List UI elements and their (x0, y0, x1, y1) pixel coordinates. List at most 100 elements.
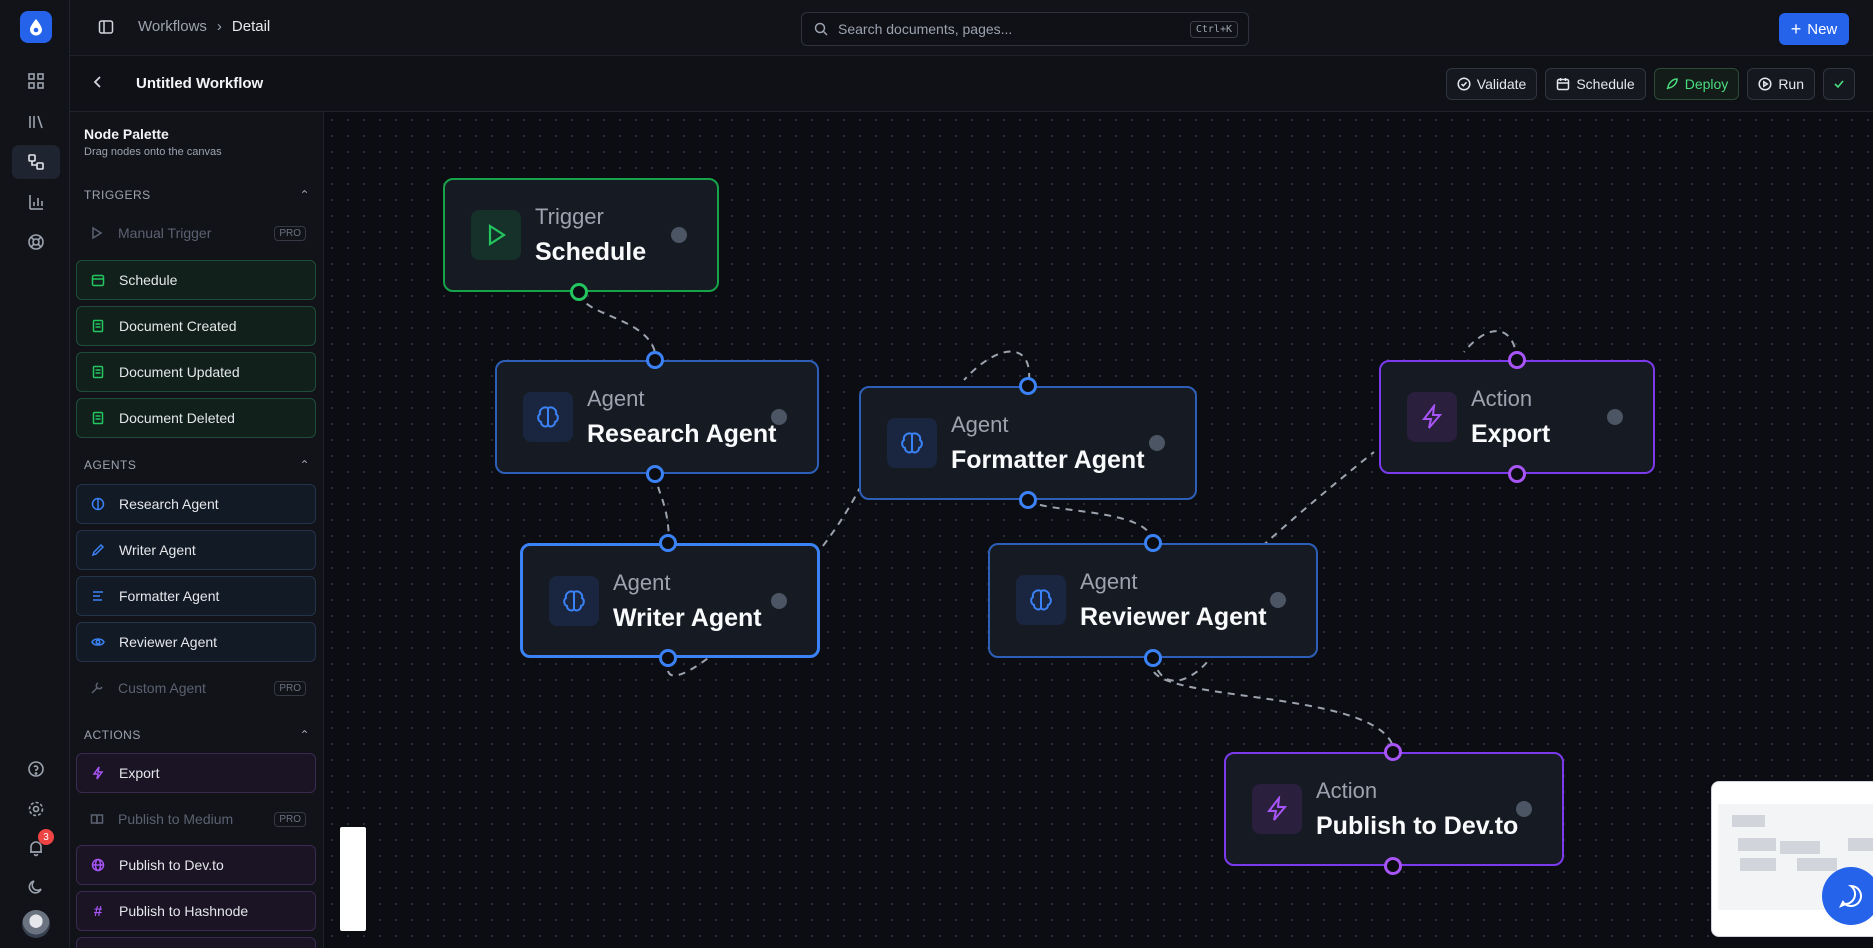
analytics-nav[interactable] (12, 185, 60, 219)
minimap-preview (1718, 804, 1873, 910)
edge-reviewer-devto[interactable] (1152, 651, 1395, 753)
palette-item-schedule[interactable]: Schedule (76, 260, 316, 300)
new-button[interactable]: + New (1779, 13, 1849, 45)
run-label: Run (1778, 76, 1804, 92)
palette-item-publish-devto[interactable]: Publish to Dev.to (76, 845, 316, 885)
port-reviewer-in[interactable] (1144, 534, 1162, 552)
port-reviewer-out[interactable] (1144, 649, 1162, 667)
section-actions[interactable]: ACTIONS ⌃ (84, 728, 310, 742)
palette-item-formatter-agent[interactable]: Formatter Agent (76, 576, 316, 616)
chat-bubble-icon (1838, 884, 1862, 908)
node-name-label: Formatter Agent (951, 446, 1145, 474)
support-nav[interactable] (12, 225, 60, 259)
notifications-nav[interactable] (12, 831, 60, 865)
sidebar-toggle-icon[interactable] (98, 19, 114, 35)
section-agents[interactable]: AGENTS ⌃ (84, 458, 310, 472)
palette-item-publish-hashnode[interactable]: # Publish to Hashnode (76, 891, 316, 931)
search-input[interactable]: Search documents, pages... Ctrl+K (801, 12, 1249, 46)
port-export-in[interactable] (1508, 351, 1526, 369)
moon-icon (28, 880, 42, 894)
palette-title: Node Palette (84, 126, 169, 142)
port-devto-in[interactable] (1384, 743, 1402, 761)
gear-icon (28, 801, 44, 817)
node-name-label: Writer Agent (613, 604, 762, 632)
deploy-button[interactable]: Deploy (1653, 68, 1740, 100)
port-formatter-in[interactable] (1019, 377, 1037, 395)
port-research-in[interactable] (646, 351, 664, 369)
palette-item-document-created[interactable]: Document Created (76, 306, 316, 346)
node-name-label: Publish to Dev.to (1316, 812, 1519, 840)
port-export-out[interactable] (1508, 465, 1526, 483)
palette-item-reviewer-agent[interactable]: Reviewer Agent (76, 622, 316, 662)
workflow-toolbar: Untitled Workflow Validate Schedule Depl… (70, 56, 1873, 112)
palette-item-document-deleted[interactable]: Document Deleted (76, 398, 316, 438)
search-placeholder: Search documents, pages... (838, 21, 1013, 37)
library-nav[interactable] (12, 105, 60, 139)
node-research-agent[interactable]: Agent Research Agent (495, 360, 819, 474)
node-reviewer-agent[interactable]: Agent Reviewer Agent (988, 543, 1318, 658)
section-triggers[interactable]: TRIGGERS ⌃ (84, 188, 310, 202)
edge-export-self[interactable] (1463, 330, 1518, 361)
theme-toggle[interactable] (12, 870, 60, 904)
play-circle-icon (1758, 77, 1772, 91)
document-icon (89, 317, 107, 335)
run-button[interactable]: Run (1747, 68, 1815, 100)
schedule-button[interactable]: Schedule (1545, 68, 1646, 100)
chat-button[interactable] (1822, 867, 1873, 925)
node-schedule[interactable]: Trigger Schedule (443, 178, 719, 292)
help-nav[interactable] (12, 752, 60, 786)
palette-item-export[interactable]: Export (76, 753, 316, 793)
workflow-title[interactable]: Untitled Workflow (136, 75, 264, 92)
pro-badge: PRO (274, 226, 306, 241)
port-writer-in[interactable] (659, 534, 677, 552)
palette-item-more[interactable] (76, 937, 316, 948)
port-devto-out[interactable] (1384, 857, 1402, 875)
node-status-dot (771, 409, 787, 425)
edge-formatter-self[interactable] (963, 350, 1031, 381)
node-name-label: Reviewer Agent (1080, 603, 1267, 631)
port-research-out[interactable] (646, 465, 664, 483)
document-icon (89, 363, 107, 381)
workflow-icon (28, 154, 44, 170)
palette-item-label: Manual Trigger (118, 225, 212, 241)
port-formatter-out[interactable] (1019, 491, 1037, 509)
lifebuoy-icon (28, 234, 44, 250)
validate-button[interactable]: Validate (1445, 68, 1538, 100)
bar-chart-icon (29, 195, 43, 210)
dashboard-nav[interactable] (12, 64, 60, 98)
brain-icon (549, 576, 599, 626)
minimap[interactable] (1711, 781, 1873, 937)
node-status-dot (1607, 409, 1623, 425)
workflow-canvas[interactable]: Trigger Schedule Agent Research Agent Ag… (324, 112, 1873, 948)
node-type-label: Action (1316, 778, 1378, 803)
port-schedule-out[interactable] (570, 283, 588, 301)
chevron-up-icon: ⌃ (299, 458, 310, 472)
palette-item-research-agent[interactable]: Research Agent (76, 484, 316, 524)
workflows-nav[interactable] (12, 145, 60, 179)
palette-item-writer-agent[interactable]: Writer Agent (76, 530, 316, 570)
brain-icon (89, 495, 107, 513)
back-button[interactable] (90, 74, 106, 95)
user-avatar[interactable] (22, 910, 50, 938)
app-logo[interactable] (20, 11, 52, 43)
plus-icon: + (1790, 19, 1802, 39)
node-export[interactable]: Action Export (1379, 360, 1655, 474)
status-ok-button[interactable] (1823, 68, 1855, 100)
edge-formatter-reviewer[interactable] (1027, 499, 1155, 545)
node-publish-devto[interactable]: Action Publish to Dev.to (1224, 752, 1564, 866)
edge-schedule-research[interactable] (579, 292, 657, 360)
palette-item-manual-trigger: Manual Trigger PRO (76, 213, 316, 253)
settings-nav[interactable] (12, 792, 60, 826)
node-formatter-agent[interactable]: Agent Formatter Agent (859, 386, 1197, 500)
port-writer-out[interactable] (659, 649, 677, 667)
palette-item-document-updated[interactable]: Document Updated (76, 352, 316, 392)
pro-badge: PRO (274, 681, 306, 696)
breadcrumb-workflows[interactable]: Workflows (138, 18, 207, 35)
chevron-left-icon (93, 76, 101, 88)
palette-item-label: Formatter Agent (119, 588, 220, 604)
zoom-controls[interactable] (340, 827, 366, 931)
help-icon (28, 761, 44, 777)
node-writer-agent[interactable]: Agent Writer Agent (520, 543, 820, 658)
chevron-right-icon: › (216, 18, 222, 35)
